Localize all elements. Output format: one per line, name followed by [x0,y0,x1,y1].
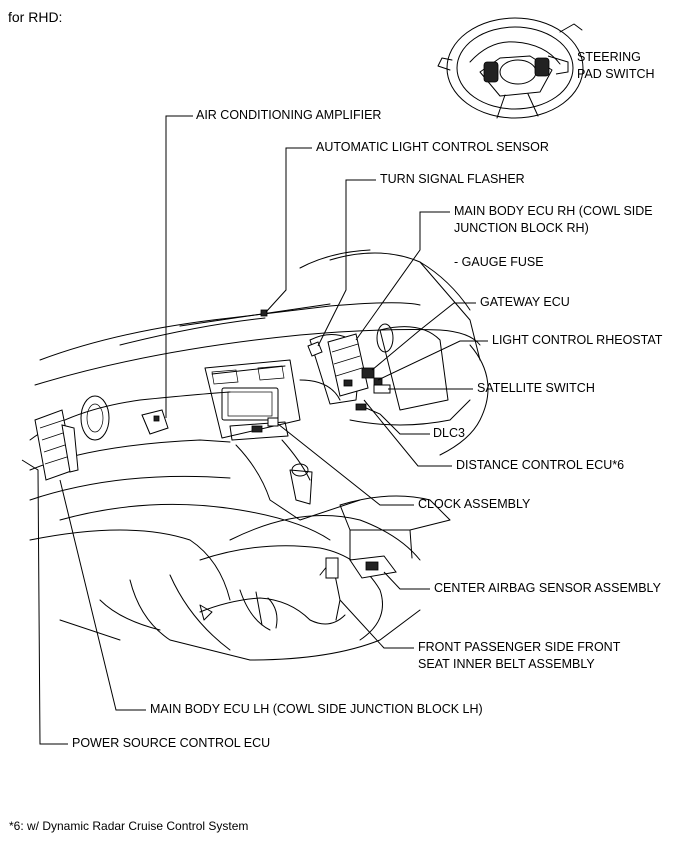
label-automatic-light-control-sensor: AUTOMATIC LIGHT CONTROL SENSOR [316,140,549,154]
label-main-body-ecu-rh: MAIN BODY ECU RH (COWL SIDE JUNCTION BLO… [454,204,653,235]
leader-lines [21,115,488,745]
main-body-ecu-rh-part [327,333,369,397]
label-turn-signal-flasher: TURN SIGNAL FLASHER [380,172,525,186]
dlc3-part [355,403,367,411]
satellite-switch-part [373,384,391,394]
label-main-body-ecu-lh: MAIN BODY ECU LH (COWL SIDE JUNCTION BLO… [150,702,483,716]
center-airbag-sensor-part [349,555,397,579]
turn-signal-flasher-part [307,341,323,357]
label-satellite-switch: SATELLITE SWITCH [477,381,595,395]
label-air-conditioning-amplifier: AIR CONDITIONING AMPLIFIER [196,108,382,122]
steering-wheel-drawing [437,17,584,119]
label-gateway-ecu: GATEWAY ECU [480,295,570,309]
clock-assembly-part [267,417,279,427]
heading: for RHD: [8,9,63,25]
label-gauge-fuse: - GAUGE FUSE [454,255,544,269]
label-dlc3: DLC3 [433,426,465,440]
label-clock-assembly: CLOCK ASSEMBLY [418,497,531,511]
label-steering-pad-switch: STEERING PAD SWITCH [577,50,655,81]
automatic-light-control-sensor-part [260,309,268,317]
gateway-ecu-part [361,367,375,379]
footnote: *6: w/ Dynamic Radar Cruise Control Syst… [9,819,249,833]
label-center-airbag-sensor-assembly: CENTER AIRBAG SENSOR ASSEMBLY [434,581,661,595]
dashboard-drawing [29,249,489,661]
label-light-control-rheostat: LIGHT CONTROL RHEOSTAT [492,333,663,347]
main-body-ecu-lh-part [34,409,79,481]
label-front-passenger-seat-inner-belt: FRONT PASSENGER SIDE FRONT SEAT INNER BE… [418,640,621,671]
label-distance-control-ecu: DISTANCE CONTROL ECU*6 [456,458,625,472]
label-power-source-control-ecu: POWER SOURCE CONTROL ECU [72,736,271,750]
air-conditioning-amplifier-part [141,409,169,435]
